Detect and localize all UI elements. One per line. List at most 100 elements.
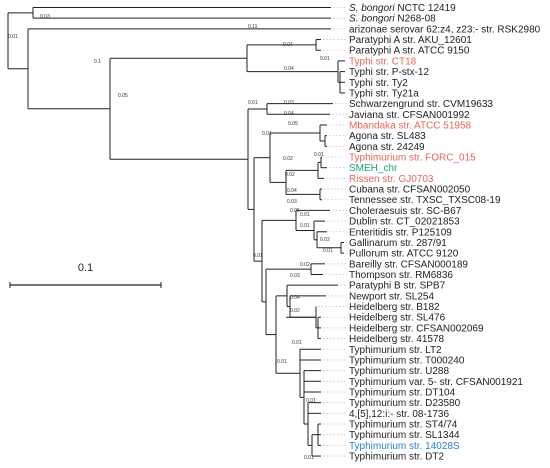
branch-length-label: 0.01 — [277, 359, 287, 365]
branch-length-label: 0.04 — [290, 295, 300, 301]
taxon-strain: Heidelberg str. B182 — [349, 302, 440, 313]
taxon-strain: Typhi str. CT18 — [349, 56, 417, 67]
taxon-label: Tennessee str. TXSC_TXSC08-19 — [349, 195, 501, 206]
taxon-strain: Schwarzengrund str. CVM19633 — [349, 99, 493, 110]
taxon-strain: Rissen str. GJ0703 — [349, 174, 434, 185]
taxon-label: Bareilly str. CFSAN000189 — [349, 259, 468, 270]
taxon-label: Typhimurium str. 14028S — [349, 441, 460, 452]
branch-length-label: 0.02 — [290, 308, 300, 314]
branch-length-label: 0.01 — [292, 340, 302, 346]
taxon-label: Paratyphi A str. AKU_12601 — [349, 35, 472, 46]
taxon-label: Mbandaka str. ATCC 51958 — [349, 120, 472, 131]
taxon-strain: Typhi str. P-stx-12 — [349, 67, 429, 78]
taxon-strain: Typhimurium str. SL1344 — [349, 430, 460, 441]
taxon-strain: Typhimurium str. T000240 — [349, 355, 465, 366]
taxon-strain: Javiana str. CFSAN001992 — [349, 110, 470, 121]
taxon-label: Typhimurium str. SL1344 — [349, 430, 460, 441]
taxon-strain: NCTC 12419 — [395, 3, 457, 14]
branch-length-label: 0.01 — [320, 56, 330, 62]
branch-length-label: 0.02 — [285, 172, 295, 178]
taxon-label: Typhimurium str. LT2 — [349, 345, 442, 356]
taxon-strain: Typhimurium str. U288 — [349, 366, 449, 377]
taxon-genus: S. bongori — [349, 3, 395, 14]
branch-length-label: 0.05 — [290, 208, 300, 214]
branch-length-label: 0.01 — [300, 223, 310, 229]
taxon-label: Schwarzengrund str. CVM19633 — [349, 99, 493, 110]
taxon-strain: Tennessee str. TXSC_TXSC08-19 — [349, 195, 501, 206]
taxon-label: Typhimurium str. T000240 — [349, 355, 465, 366]
branch-length-label: 0.01 — [253, 253, 263, 259]
taxon-label: Typhimurium str. D23580 — [349, 398, 461, 409]
taxon-label: Rissen str. GJ0703 — [349, 174, 434, 185]
taxon-strain: Paratyphi A str. ATCC 9150 — [349, 46, 470, 57]
taxon-strain: Thompson str. RM6836 — [349, 270, 453, 281]
taxon-label: Typhimurium var. 5- str. CFSAN001921 — [349, 377, 523, 388]
taxon-strain: Typhi str. Ty21a — [349, 88, 419, 99]
taxon-label: Typhimurium str. FORC_015 — [349, 153, 476, 164]
taxon-strain: Typhi str. Ty2 — [349, 78, 408, 89]
taxon-strain: Typhimurium str. D23580 — [349, 398, 461, 409]
taxon-strain: Pullorum str. ATCC 9120 — [349, 249, 459, 260]
branch-length-label: 0.01 — [306, 398, 316, 404]
taxon-strain: Agona str. 24249 — [349, 142, 425, 153]
taxon-label: Enteritidis str. P125109 — [349, 227, 452, 238]
taxon-label: Choleraesuis str. SC-B67 — [349, 206, 462, 217]
branch-length-label: 0.04 — [283, 42, 293, 48]
taxon-strain: Choleraesuis str. SC-B67 — [349, 206, 462, 217]
taxon-strain: Agona str. SL483 — [349, 131, 426, 142]
taxon-label: Paratyphi B str. SPB7 — [349, 281, 446, 292]
taxon-strain: Heidelberg str. 41578 — [349, 334, 445, 345]
taxon-label: Heidelberg str. B182 — [349, 302, 440, 313]
branch-length-label: 0.05 — [118, 93, 128, 99]
taxon-genus: S. bongori — [349, 14, 395, 25]
taxon-strain: Bareilly str. CFSAN000189 — [349, 259, 468, 270]
taxon-label: S. bongori NCTC 12419 — [349, 3, 456, 14]
alignment-guides — [318, 7, 347, 457]
taxon-label: Typhi str. Ty2 — [349, 78, 408, 89]
branch-length-label: 0.1 — [94, 59, 101, 65]
taxon-strain: N268-08 — [395, 14, 437, 25]
taxon-strain: Typhimurium str. FORC_015 — [349, 153, 476, 164]
branch-length-label: 0.03 — [290, 273, 300, 279]
taxon-label: Heidelberg str. SL476 — [349, 313, 446, 324]
taxon-label: Heidelberg str. CFSAN002069 — [349, 323, 484, 334]
branch-length-label: 0.02 — [320, 237, 330, 243]
branch-length-label: 0.01 — [323, 248, 333, 254]
branch-length-label: 0.04 — [287, 188, 297, 194]
taxon-strain: Heidelberg str. SL476 — [349, 313, 446, 324]
taxon-label: Typhimurium str. U288 — [349, 366, 449, 377]
branch-length-label: 0.02 — [283, 156, 293, 162]
taxon-strain: Typhimurium str. ST4/74 — [349, 420, 458, 431]
taxon-strain: Heidelberg str. CFSAN002069 — [349, 323, 484, 334]
taxon-label: Thompson str. RM6836 — [349, 270, 453, 281]
taxon-label: Heidelberg str. 41578 — [349, 334, 445, 345]
scale-bar: 0.1 — [9, 262, 162, 288]
taxon-label: Dublin str. CT_02021853 — [349, 217, 460, 228]
branch-length-label: 0.02 — [300, 262, 310, 268]
branch-length-label: 0.01 — [8, 34, 18, 40]
taxon-strain: Dublin str. CT_02021853 — [349, 217, 460, 228]
taxon-label: Typhimurium str. DT2 — [349, 452, 444, 463]
taxon-strain: Typhimurium str. DT104 — [349, 387, 456, 398]
branch-length-label: 0.01 — [248, 100, 258, 106]
taxon-label: Typhi str. P-stx-12 — [349, 67, 429, 78]
taxon-label: 4,[5],12:i:- str. 08-1736 — [349, 409, 449, 420]
branch-length-label: 0.04 — [284, 66, 294, 72]
tree-branches — [7, 7, 345, 457]
branch-length-label: 0.04 — [284, 111, 294, 117]
taxon-label: Typhimurium str. ST4/74 — [349, 420, 458, 431]
taxon-label: Paratyphi A str. ATCC 9150 — [349, 46, 470, 57]
taxon-strain: Typhimurium str. LT2 — [349, 345, 442, 356]
taxon-label: Typhimurium str. DT104 — [349, 387, 456, 398]
taxon-strain: Typhimurium str. DT2 — [349, 452, 444, 463]
branch-length-label: 0.05 — [288, 121, 298, 127]
taxon-label: Pullorum str. ATCC 9120 — [349, 249, 459, 260]
taxon-label: Agona str. SL483 — [349, 131, 426, 142]
branch-length-label: 0.03 — [287, 199, 297, 205]
taxon-strain: Paratyphi B str. SPB7 — [349, 281, 446, 292]
taxon-strain: SMEH_chr — [349, 163, 398, 174]
taxon-strain: arizonae serovar 62:z4, z23:- str. RSK29… — [349, 24, 541, 35]
taxon-label: S. bongori N268-08 — [349, 14, 436, 25]
